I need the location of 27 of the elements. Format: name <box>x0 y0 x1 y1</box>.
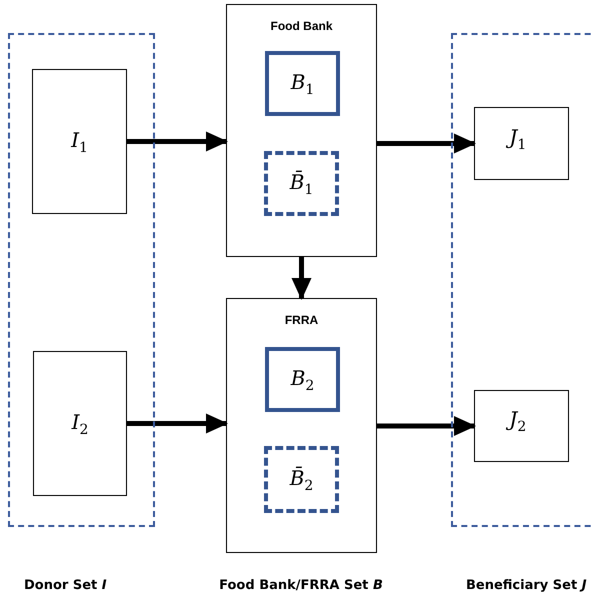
process-box <box>33 351 127 496</box>
arrow <box>127 414 228 434</box>
process-box <box>226 298 377 553</box>
process-box <box>226 4 377 257</box>
math-label: I$_{2}$ <box>72 410 88 438</box>
box-title: Food Bank <box>270 19 334 33</box>
set-caption: Food Bank/FRRA Set B <box>219 578 383 593</box>
set-caption: Beneficiary Set J <box>466 578 587 593</box>
storage-box <box>264 446 339 513</box>
math-label: I$_{1}$ <box>71 128 88 156</box>
process-box <box>474 107 569 180</box>
box-title: FRRA <box>284 313 320 327</box>
set-caption: Donor Set I <box>24 578 107 593</box>
arrow <box>292 257 312 300</box>
process-box <box>32 69 127 214</box>
arrow <box>377 416 476 436</box>
math-label: B̄$_{2}$ <box>290 466 314 494</box>
dashed-group-box <box>8 33 155 527</box>
arrow <box>377 134 476 154</box>
process-box <box>474 390 569 462</box>
math-label: B$_{1}$ <box>290 70 314 98</box>
storage-box <box>265 51 340 116</box>
math-label: B$_{2}$ <box>290 366 314 394</box>
arrow <box>127 132 228 152</box>
storage-box <box>264 151 339 216</box>
storage-box <box>265 347 340 412</box>
math-label: B̄$_{1}$ <box>290 170 314 198</box>
